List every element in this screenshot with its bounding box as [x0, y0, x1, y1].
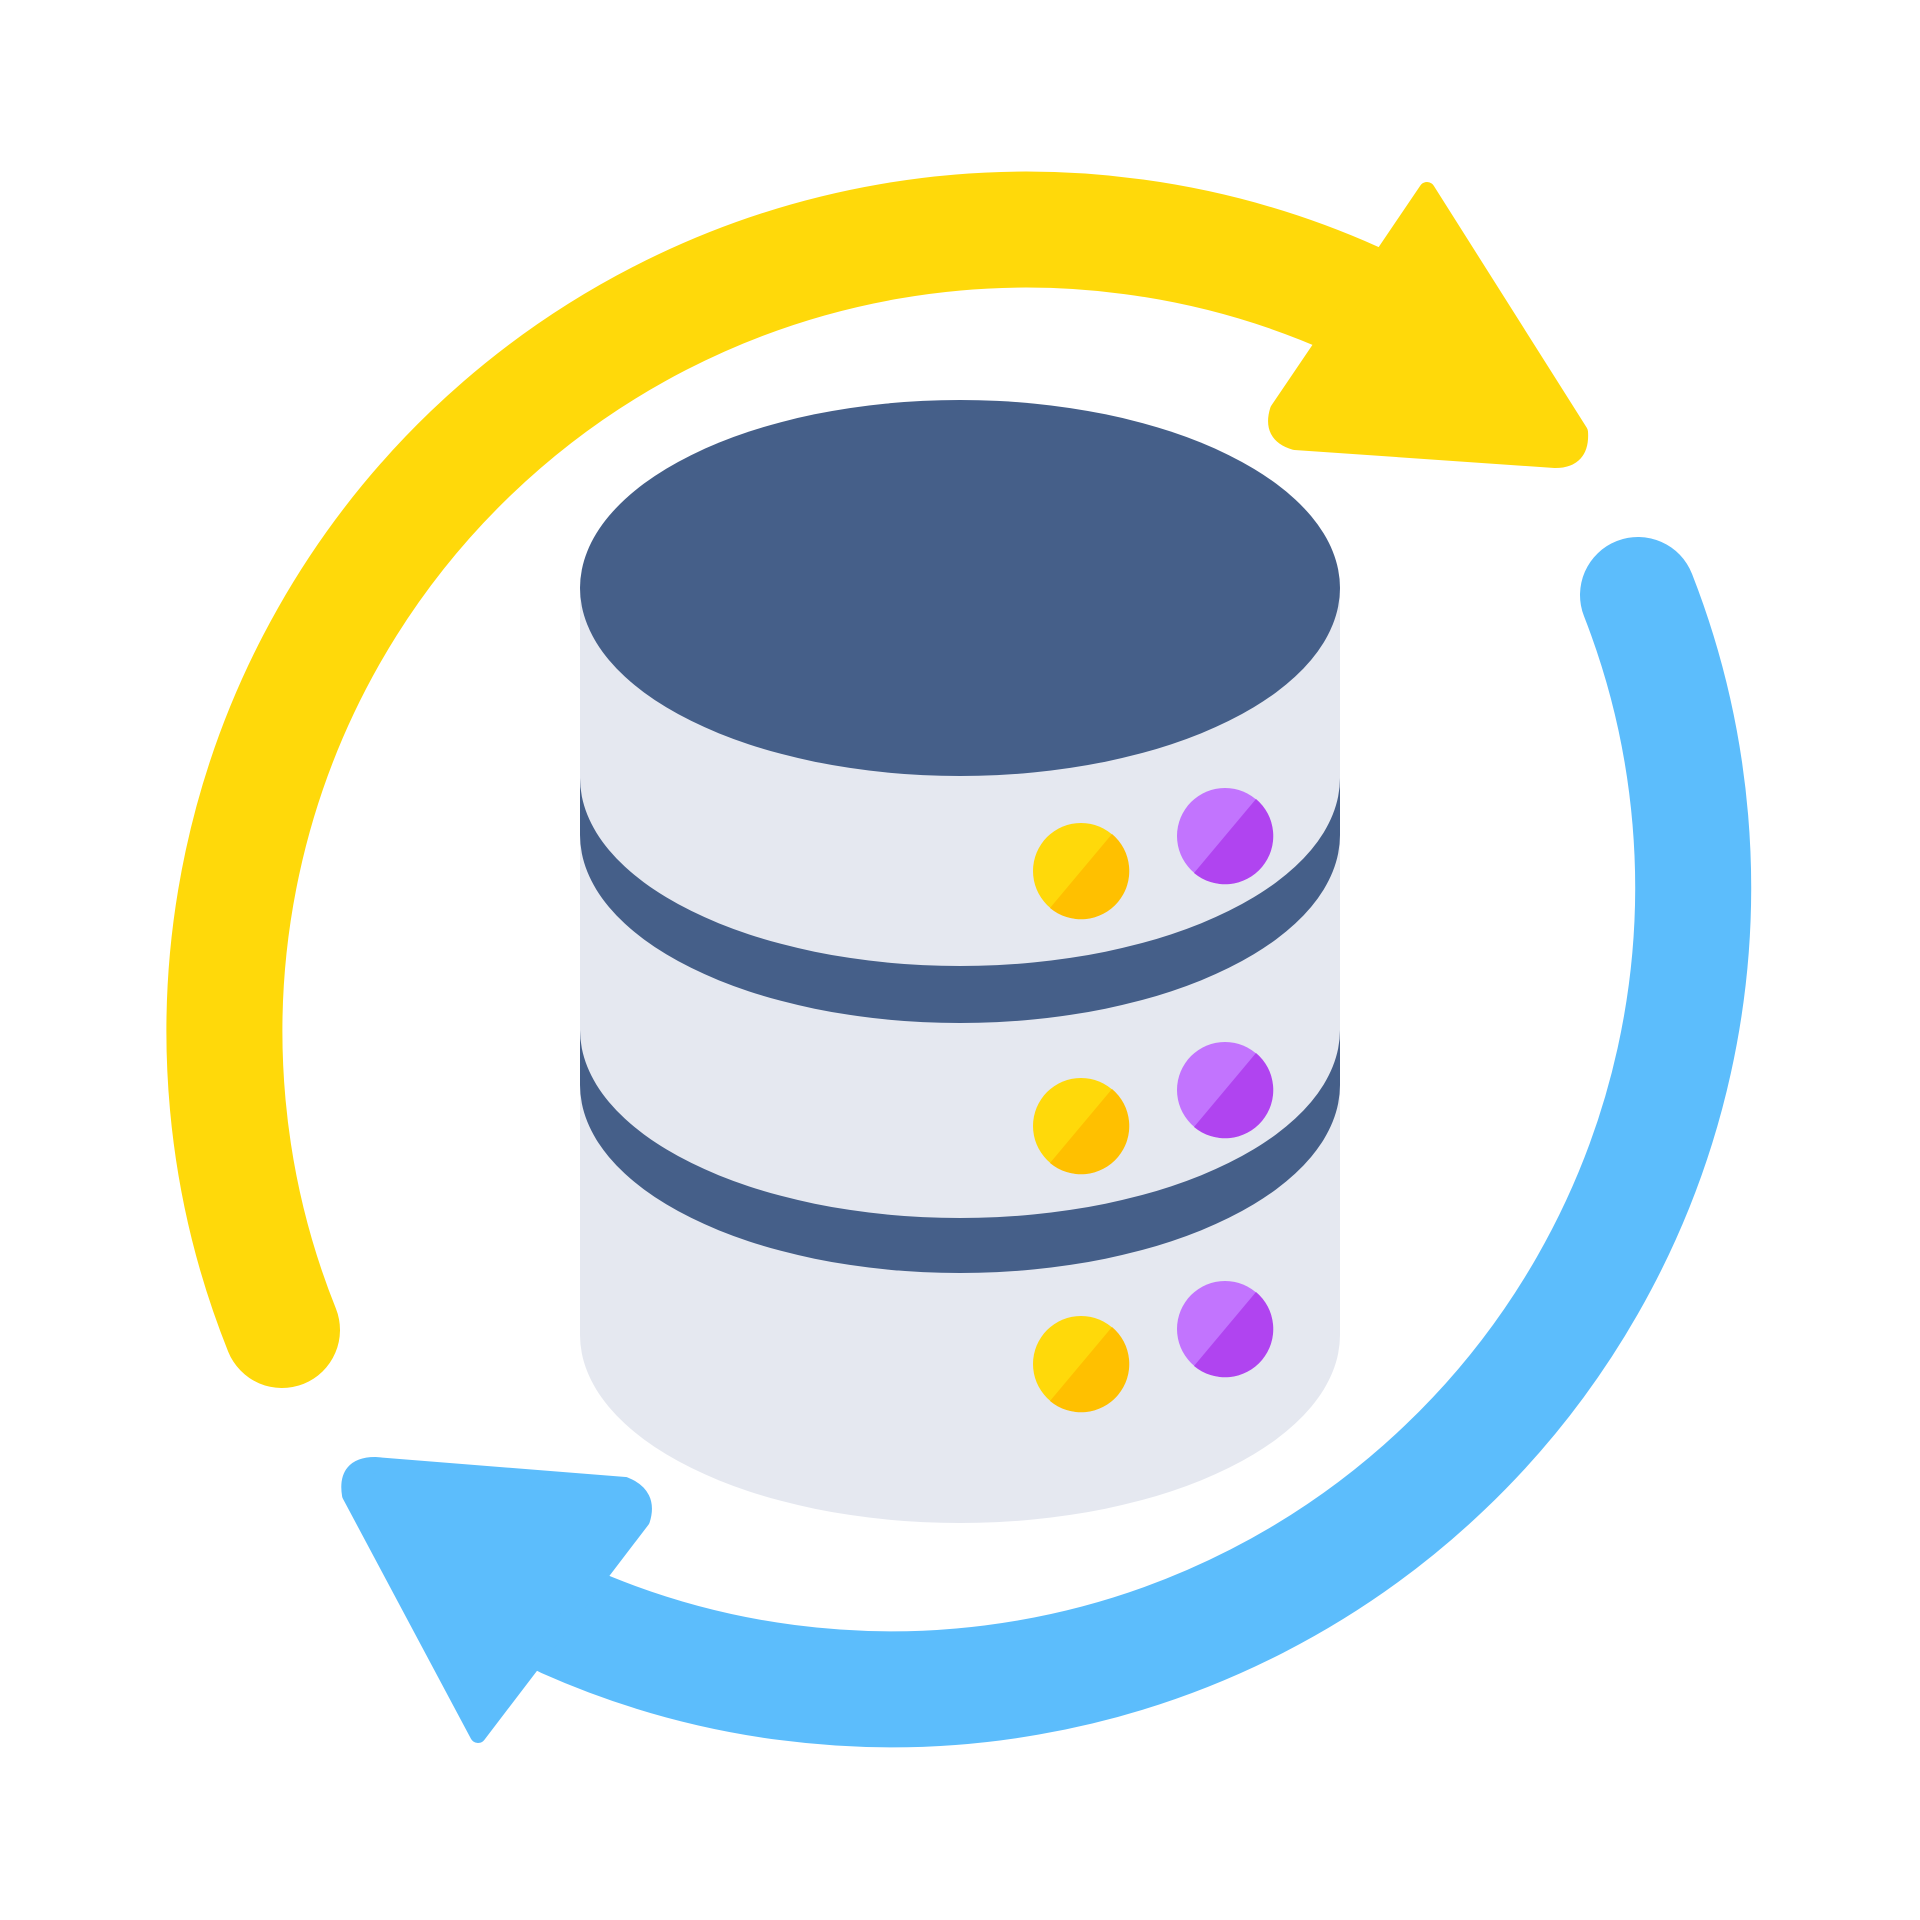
- sync-arrow-top-arc: [166, 171, 1413, 1388]
- database-band-2: [580, 1030, 1340, 1273]
- database-body: [580, 588, 1340, 1523]
- disk-2-lights: [1033, 1042, 1274, 1175]
- sync-arrow-bottom-icon: [341, 537, 1752, 1748]
- database-icon: [580, 400, 1340, 1523]
- status-light-yellow-icon: [1033, 1078, 1130, 1175]
- sync-arrow-bottom-head: [341, 1457, 652, 1743]
- database-lid: [580, 400, 1340, 776]
- status-light-purple-icon: [1177, 1042, 1274, 1139]
- database-band-1: [580, 778, 1340, 1023]
- disk-3-lights: [1033, 1281, 1274, 1413]
- status-light-yellow-icon: [1033, 1316, 1130, 1413]
- status-light-yellow-icon: [1033, 823, 1130, 920]
- disk-1-lights: [1033, 788, 1274, 920]
- sync-arrow-top-icon: [166, 171, 1589, 1388]
- sync-arrow-bottom-arc: [507, 537, 1752, 1748]
- status-light-purple-icon: [1177, 788, 1274, 885]
- sync-arrow-top-head: [1268, 182, 1589, 468]
- status-light-purple-icon: [1177, 1281, 1274, 1378]
